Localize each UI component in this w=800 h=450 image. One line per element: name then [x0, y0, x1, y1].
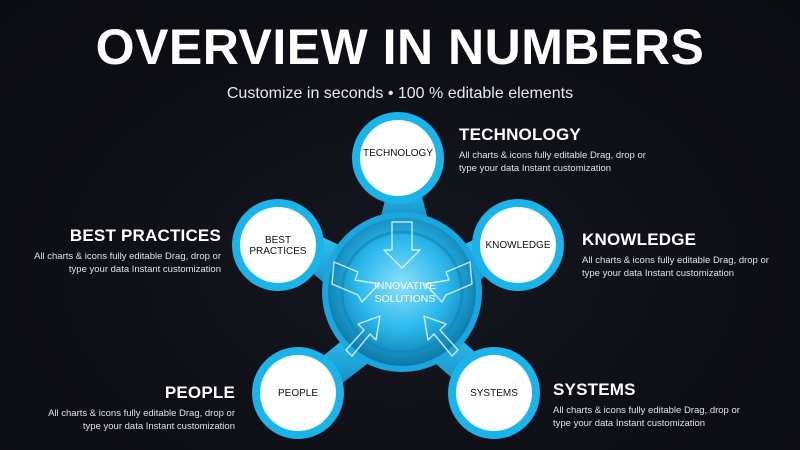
node-technology	[352, 112, 444, 204]
node-label-systems: SYSTEMS	[470, 388, 518, 400]
page-subtitle: Customize in seconds • 100 % editable el…	[226, 85, 574, 102]
block-people: PEOPLE All charts & icons fully editable…	[35, 383, 235, 434]
block-body-people: All charts & icons fully editable Drag, …	[48, 408, 235, 432]
node-knowledge	[472, 199, 564, 291]
block-systems: SYSTEMS All charts & icons fully editabl…	[553, 380, 753, 431]
page-title: OVERVIEW IN NUMBERS	[95, 19, 705, 75]
inward-arrows-icon	[331, 221, 473, 357]
block-heading-people: PEOPLE	[164, 383, 235, 402]
node-people	[252, 347, 344, 439]
block-knowledge: KNOWLEDGE All charts & icons fully edita…	[582, 230, 777, 281]
block-body-knowledge: All charts & icons fully editable Drag, …	[582, 255, 769, 279]
block-heading-technology: TECHNOLOGY	[459, 125, 581, 144]
node-label-people: PEOPLE	[277, 388, 319, 400]
block-technology: TECHNOLOGY All charts & icons fully edit…	[459, 125, 649, 176]
block-heading-knowledge: KNOWLEDGE	[582, 230, 697, 249]
block-body-technology: All charts & icons fully editable Drag, …	[459, 150, 646, 174]
block-body-systems: All charts & icons fully editable Drag, …	[553, 405, 740, 429]
node-best-practices	[232, 199, 324, 291]
hub-label-line1: INNOVATIVE	[373, 279, 437, 292]
block-body-best-practices: All charts & icons fully editable Drag, …	[34, 251, 221, 275]
central-hub	[322, 212, 482, 372]
node-systems	[448, 347, 540, 439]
hub-label-line2: SOLUTIONS	[374, 293, 436, 305]
block-heading-best-practices: BEST PRACTICES	[69, 226, 221, 245]
block-best-practices: BEST PRACTICES All charts & icons fully …	[22, 226, 221, 277]
block-heading-systems: SYSTEMS	[553, 380, 636, 399]
node-label-technology: TECHNOLOGY	[362, 148, 433, 160]
node-label-best-practices: BEST PRACTICES	[249, 234, 307, 258]
node-label-knowledge: KNOWLEDGE	[485, 240, 551, 252]
